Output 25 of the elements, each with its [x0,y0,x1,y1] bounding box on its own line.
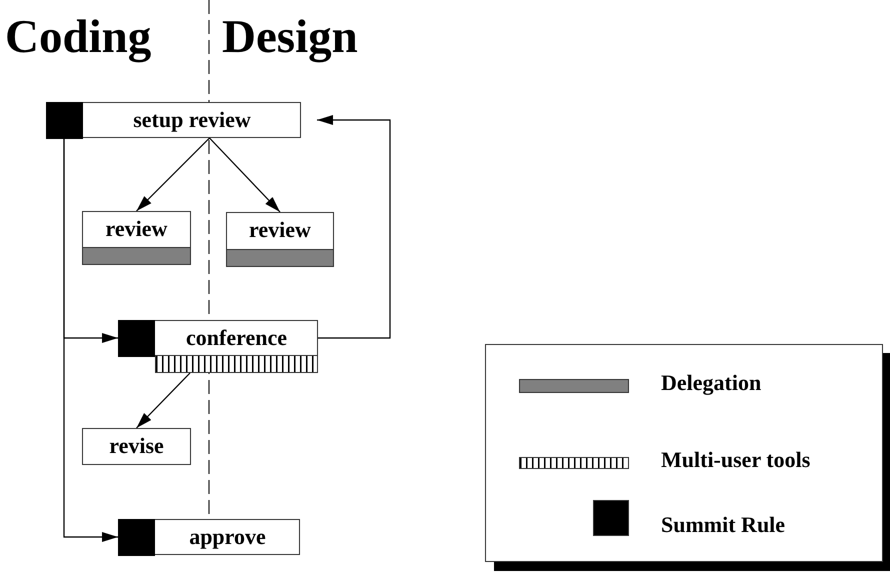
delegation-bar [226,248,334,266]
node-label: revise [108,432,165,460]
process-box [226,212,334,267]
column-heading: Design [222,14,358,61]
legend-label: Summit Rule [661,512,786,538]
arrow [317,115,391,339]
arrow [209,138,280,212]
process-box [118,320,318,356]
column-heading: Coding [5,14,152,61]
node-label: conference [185,324,288,352]
arrow [136,372,190,428]
delegation-bar [82,246,190,264]
legend-label: Delegation [661,370,762,396]
arrow [63,138,118,542]
legend-label: Multi-user tools [661,447,810,473]
arrow [136,138,210,212]
multi-user-tools-bar [155,355,318,373]
node-label: approve [188,522,267,551]
node-label: setup review [132,106,252,134]
process-box [118,519,300,555]
process-box [82,211,191,265]
node-label: review [104,214,168,242]
process-box [82,428,191,465]
node-label: review [248,216,312,244]
process-box [46,102,301,138]
